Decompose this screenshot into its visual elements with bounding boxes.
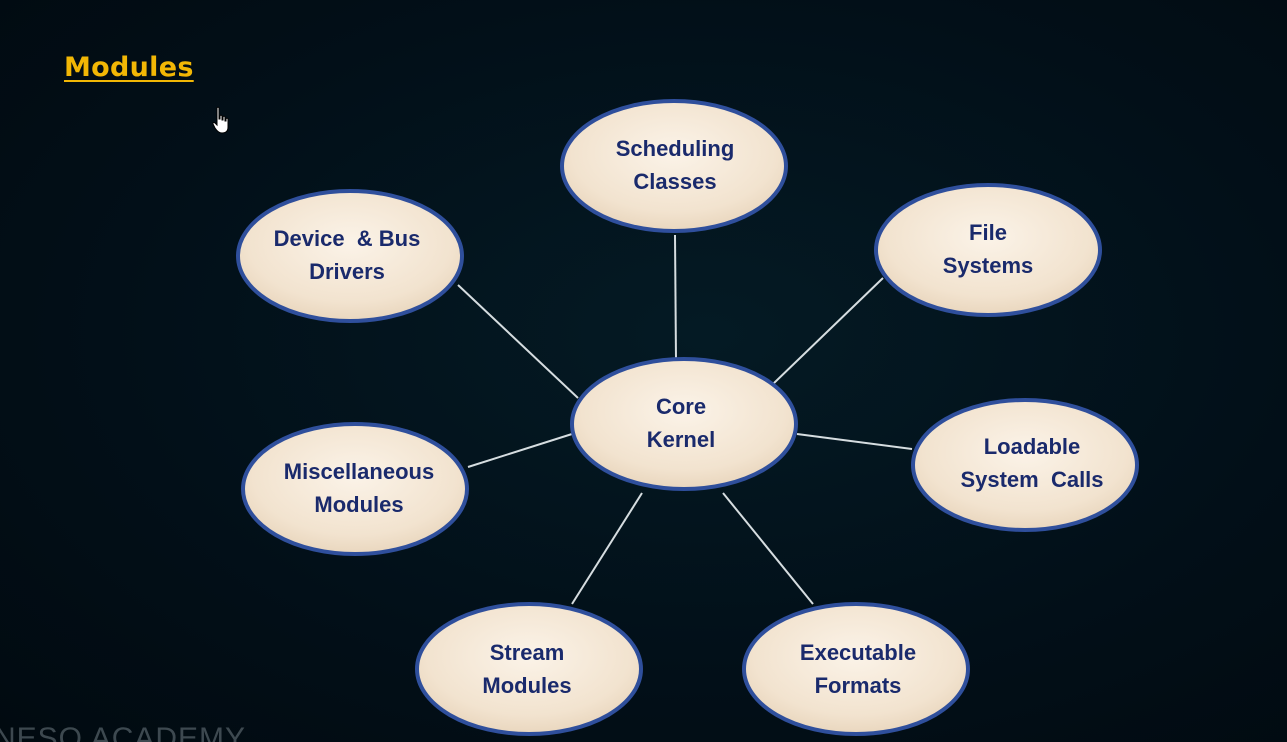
hand-pointer-icon	[212, 106, 229, 134]
connector-scheduling-classes	[674, 234, 677, 361]
node-loadable-system-calls-line2: System Calls	[960, 467, 1103, 492]
node-file-systems-line2: Systems	[943, 253, 1034, 278]
slide-title: Modules	[64, 52, 194, 83]
connector-stream-modules	[571, 492, 643, 605]
node-scheduling-classes: Scheduling Classes	[560, 99, 788, 233]
node-executable-formats: Executable Formats	[742, 602, 970, 736]
node-device-bus-drivers-line2: Drivers	[309, 259, 385, 284]
node-core-kernel: Core Kernel	[570, 357, 798, 491]
node-stream-modules: Stream Modules	[415, 602, 643, 736]
connector-executable-formats	[722, 492, 814, 605]
connector-loadable-system-calls	[796, 433, 913, 450]
connector-device-bus-drivers	[457, 284, 579, 399]
node-device-bus-drivers: Device & Bus Drivers	[236, 189, 464, 323]
connector-file-systems	[772, 277, 884, 385]
node-stream-modules-line2: Modules	[482, 673, 571, 698]
node-executable-formats-line2: Formats	[815, 673, 902, 698]
node-core-kernel-line1: Core	[656, 394, 706, 419]
node-miscellaneous-modules-line1: Miscellaneous	[284, 459, 434, 484]
node-scheduling-classes-line1: Scheduling	[616, 136, 735, 161]
node-file-systems: File Systems	[874, 183, 1102, 317]
node-file-systems-line1: File	[969, 220, 1007, 245]
node-loadable-system-calls: Loadable System Calls	[911, 398, 1139, 532]
node-stream-modules-line1: Stream	[490, 640, 565, 665]
node-core-kernel-line2: Kernel	[647, 427, 715, 452]
node-device-bus-drivers-line1: Device & Bus	[274, 226, 421, 251]
connector-miscellaneous-modules	[467, 433, 573, 468]
node-executable-formats-line1: Executable	[800, 640, 916, 665]
node-miscellaneous-modules: Miscellaneous Modules	[241, 422, 469, 556]
node-scheduling-classes-line2: Classes	[633, 169, 716, 194]
node-loadable-system-calls-line1: Loadable	[984, 434, 1081, 459]
node-miscellaneous-modules-line2: Modules	[314, 492, 403, 517]
watermark: NESO ACADEMY	[0, 722, 247, 742]
